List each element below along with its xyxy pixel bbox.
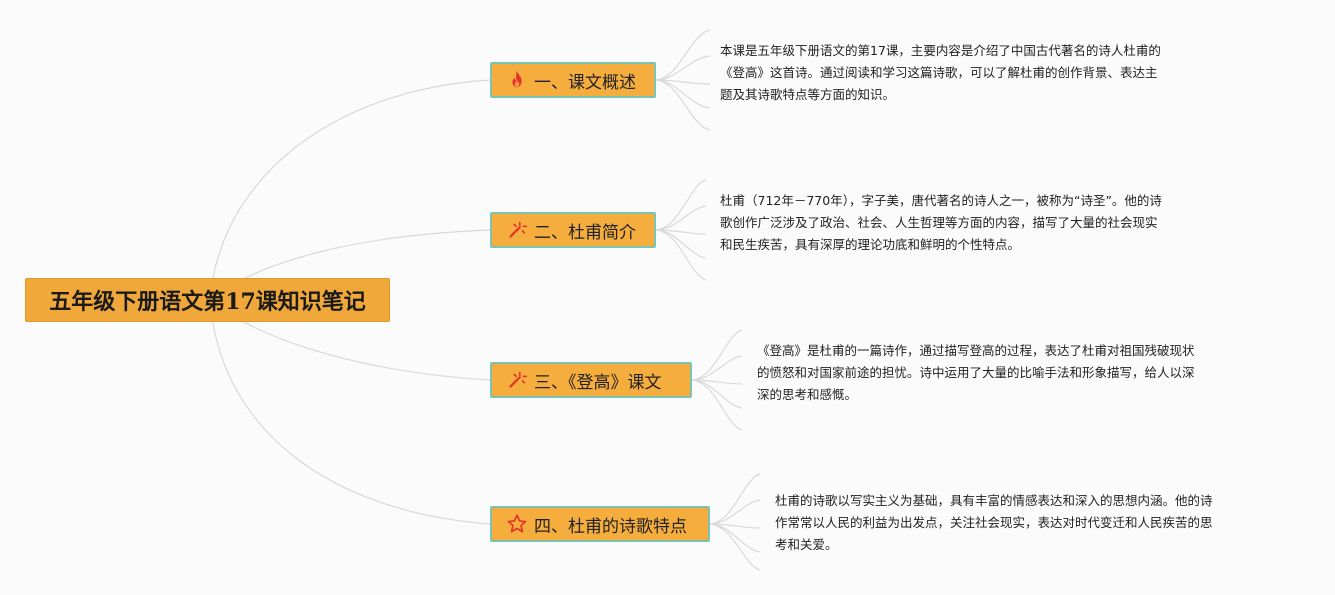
root-topic-node[interactable]: 五年级下册语文第17课知识笔记 bbox=[25, 278, 390, 322]
star-icon bbox=[506, 513, 528, 535]
branch-node-overview[interactable]: 一、课文概述 bbox=[490, 62, 656, 98]
connector-branch-4-note-1 bbox=[709, 473, 761, 525]
note-line: 杜甫（712年－770年），字子美，唐代著名的诗人之一，被称为“诗圣”。他的诗 bbox=[720, 193, 1162, 208]
note-line: 深的思考和感慨。 bbox=[757, 387, 858, 402]
sparkle-icon bbox=[506, 219, 528, 241]
note-line: 考和关爱。 bbox=[775, 537, 838, 552]
fire-icon bbox=[506, 69, 528, 91]
connector-branch-4-note-5 bbox=[709, 523, 761, 571]
connector-branch-1-note-1 bbox=[655, 29, 711, 81]
root-topic-title: 五年级下册语文第17课知识笔记 bbox=[49, 289, 366, 315]
note-line: 《登高》是杜甫的一篇诗作，通过描写登高的过程，表达了杜甫对祖国残破现状 bbox=[757, 343, 1195, 358]
branch-label-poetry-features: 四、杜甫的诗歌特点 bbox=[534, 516, 687, 537]
connector-branch-1-note-2 bbox=[655, 55, 711, 81]
connector-branch-2-note-5 bbox=[655, 229, 707, 281]
branch-label-overview: 一、课文概述 bbox=[534, 72, 636, 93]
note-line: 的愤怒和对国家前途的担忧。诗中运用了大量的比喻手法和形象描写，给人以深 bbox=[757, 365, 1195, 380]
note-overview: 本课是五年级下册语文的第17课，主要内容是介绍了中国古代著名的诗人杜甫的 《登高… bbox=[720, 40, 1161, 106]
connector-root-branch-1 bbox=[209, 79, 491, 301]
note-line: 本课是五年级下册语文的第17课，主要内容是介绍了中国古代著名的诗人杜甫的 bbox=[720, 43, 1161, 58]
connector-branch-3-note-1 bbox=[691, 329, 743, 381]
branch-label-dufu-intro: 二、杜甫简介 bbox=[534, 222, 636, 243]
note-line: 《登高》这首诗。通过阅读和学习这篇诗歌，可以了解杜甫的创作背景、表达主 bbox=[720, 65, 1158, 80]
note-denggao-text: 《登高》是杜甫的一篇诗作，通过描写登高的过程，表达了杜甫对祖国残破现状 的愤怒和… bbox=[757, 340, 1195, 406]
connector-branch-3-note-2 bbox=[691, 355, 743, 381]
note-line: 作常常以人民的利益为出发点，关注社会现实，表达对时代变迁和人民疾苦的思 bbox=[775, 515, 1213, 530]
note-line: 和民生疾苦，具有深厚的理论功底和鲜明的个性特点。 bbox=[720, 237, 1021, 252]
branch-node-dufu-intro[interactable]: 二、杜甫简介 bbox=[490, 212, 656, 248]
note-line: 歌创作广泛涉及了政治、社会、人生哲理等方面的内容，描写了大量的社会现实 bbox=[720, 215, 1158, 230]
connector-branch-4-note-2 bbox=[709, 499, 761, 525]
note-line: 杜甫的诗歌以写实主义为基础，具有丰富的情感表达和深入的思想内涵。他的诗 bbox=[775, 493, 1213, 508]
connector-branch-2-note-2 bbox=[655, 205, 707, 231]
note-line: 题及其诗歌特点等方面的知识。 bbox=[720, 87, 896, 102]
note-dufu-intro: 杜甫（712年－770年），字子美，唐代著名的诗人之一，被称为“诗圣”。他的诗 … bbox=[720, 190, 1162, 256]
connector-branch-1-note-5 bbox=[655, 79, 711, 131]
connector-root-branch-4 bbox=[209, 299, 491, 525]
branch-label-denggao-text: 三、《登高》课文 bbox=[534, 372, 662, 393]
branch-node-denggao-text[interactable]: 三、《登高》课文 bbox=[490, 362, 692, 398]
branch-node-poetry-features[interactable]: 四、杜甫的诗歌特点 bbox=[490, 506, 710, 542]
connector-branch-2-note-1 bbox=[655, 179, 707, 231]
note-poetry-features: 杜甫的诗歌以写实主义为基础，具有丰富的情感表达和深入的思想内涵。他的诗 作常常以… bbox=[775, 490, 1213, 556]
sparkle-icon bbox=[506, 369, 528, 391]
connector-branch-3-note-5 bbox=[691, 379, 743, 431]
